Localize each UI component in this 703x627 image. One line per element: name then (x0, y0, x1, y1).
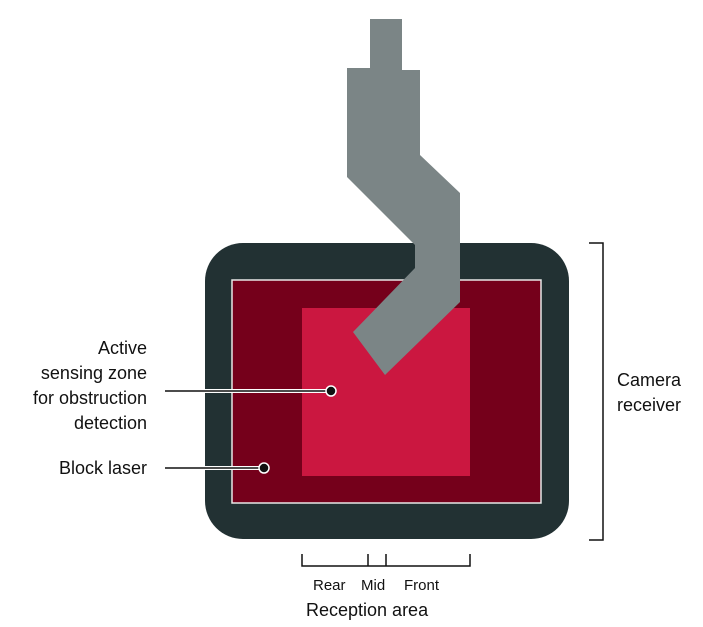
mid-label: Mid (361, 577, 386, 594)
active-zone-label-line: for obstruction (32, 388, 147, 408)
active-zone-label-line: sensing zone (40, 363, 147, 383)
camera-receiver-label-line: receiver (617, 395, 682, 415)
robotic-arm (347, 19, 460, 375)
active-zone-label-line: detection (73, 413, 147, 433)
active-zone-label-line: Active (97, 338, 147, 358)
active-zone-label: Active sensing zone for obstruction dete… (33, 336, 147, 436)
reception-area-label: Reception area (306, 600, 429, 620)
active-zone-marker (325, 385, 337, 397)
front-label: Front (404, 577, 440, 594)
block-laser-label: Block laser (58, 458, 147, 478)
block-laser-marker (258, 462, 270, 474)
camera-receiver-bracket (589, 242, 604, 541)
camera-receiver-label-line: Camera (617, 370, 682, 390)
camera-receiver-label: Camera receiver (617, 368, 681, 418)
rear-label: Rear (313, 577, 346, 594)
